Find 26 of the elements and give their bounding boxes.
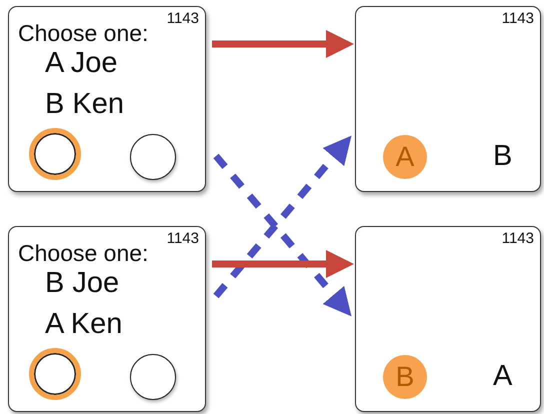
selected-mark: B	[383, 355, 427, 399]
card-number: 1143	[166, 10, 199, 27]
prompt-text: Choose one:	[18, 240, 148, 267]
selected-radio-circle	[29, 128, 81, 180]
prompt-text: Choose one:	[18, 20, 148, 47]
radio-circle	[130, 134, 176, 180]
card-number: 1143	[502, 10, 534, 27]
arrow	[212, 250, 354, 278]
option-text: B Joe	[45, 267, 120, 300]
option-text: A Ken	[45, 308, 122, 341]
dashed-arrow	[213, 154, 352, 316]
selected-radio-circle	[29, 348, 81, 400]
unselected-letter: A	[493, 360, 512, 393]
option-text: B Ken	[45, 88, 124, 121]
arrow	[212, 30, 354, 58]
selected-mark: A	[383, 135, 427, 179]
ballot-card	[8, 226, 206, 412]
ballot-card	[8, 6, 206, 192]
card-number: 1143	[502, 230, 534, 247]
radio-circle	[130, 354, 176, 400]
option-text: A Joe	[45, 47, 118, 80]
result-card	[355, 226, 541, 412]
unselected-letter: B	[493, 140, 512, 173]
result-card	[355, 6, 541, 192]
dashed-arrow	[213, 136, 352, 298]
card-number: 1143	[166, 230, 199, 247]
